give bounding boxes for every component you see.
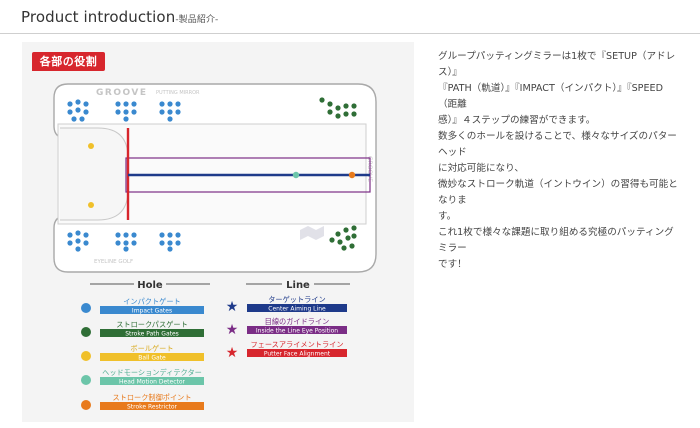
legend-line-target-jp: ターゲットライン <box>268 295 326 304</box>
star-icon: ★ <box>226 299 239 315</box>
legend-hole-restrictor: ストローク制御ポイント Stroke Restrictor <box>81 393 204 411</box>
star-icon: ★ <box>226 322 239 338</box>
description-line: す。 <box>438 211 457 222</box>
legend-hole-stroke-path-jp: ストロークパスゲート <box>116 320 188 329</box>
legend-hole-head-motion-jp: ヘッドモーションディテクター <box>102 368 202 377</box>
putting-mirror-illustration: GROOVE PUTTING MIRROR EYELINE GOLF GROOV… <box>53 83 377 273</box>
hole-heading: Hole <box>137 280 163 291</box>
description-line: です！ <box>438 259 467 270</box>
description-line: グループパッティングミラーは1枚で『SETUP（アドレス）』 <box>438 51 676 78</box>
stroke-path-gates-top <box>319 97 357 119</box>
title-text: Product introduction <box>21 8 176 26</box>
impact-gates-bottom <box>67 230 181 252</box>
product-logo: PUTTING MIRROR <box>156 90 200 96</box>
ball-gate <box>88 202 94 208</box>
brand-logo: GROOVE <box>96 88 148 98</box>
stroke-path-gates-bottom <box>329 225 357 251</box>
legend-line-eye: ★ 目線のガイドライン Inside the Line Eye Position <box>226 317 347 338</box>
legend-hole-restrictor-en: Stroke Restrictor <box>127 404 178 411</box>
legend-hole-impact: インパクトゲート Impact Gates <box>81 297 204 315</box>
star-icon: ★ <box>226 345 239 361</box>
legend-line-face: ★ フェースアライメントライン Putter Face Alignment <box>226 340 347 361</box>
legend: Hole Line インパクトゲート Impact Gates ストロークパスゲ… <box>81 280 350 411</box>
legend-hole-head-motion: ヘッドモーションディテクター Head Motion Detector <box>81 368 204 386</box>
bottom-brand-logo: EYELINE GOLF <box>94 259 133 265</box>
description: グループパッティングミラーは1枚で『SETUP（アドレス）』 『PATH（軌道）… <box>438 49 678 273</box>
header-bar: Product introduction-製品紹介- <box>0 0 700 34</box>
description-line: 数多くのホールを設けることで、様々なサイズのパターヘッド <box>438 131 677 158</box>
impact-gates-top <box>67 99 181 122</box>
flag-decoration <box>300 226 324 240</box>
subtitle-text: -製品紹介- <box>175 15 219 25</box>
legend-hole-head-motion-en: Head Motion Detector <box>119 379 186 386</box>
mirror-slot <box>60 127 129 221</box>
line-heading: Line <box>286 280 310 291</box>
page-title: Product introduction-製品紹介- <box>21 8 218 26</box>
role-badge: 各部の役割 <box>32 52 105 71</box>
legend-hole-ball-en: Ball Gate <box>138 355 166 362</box>
legend-hole-ball-jp: ボールゲート <box>130 344 173 353</box>
legend-line-eye-en: Inside the Line Eye Position <box>256 328 338 335</box>
stroke-restrictor <box>348 171 356 179</box>
description-line: 感）』４ステップの練習ができます。 <box>438 115 596 126</box>
head-motion-detector <box>292 171 300 179</box>
legend-line-target-en: Center Aiming Line <box>268 306 326 313</box>
legend-line-eye-jp: 目線のガイドライン <box>265 317 330 326</box>
legend-hole-impact-en: Impact Gates <box>132 308 172 315</box>
legend-line-target: ★ ターゲットライン Center Aiming Line <box>226 295 347 315</box>
legend-hole-ball: ボールゲート Ball Gate <box>81 344 204 362</box>
description-line: 微妙なストローク軌道（イントウイン）の習得も可能となりま <box>438 179 678 206</box>
legend-hole-stroke-path: ストロークパスゲート Stroke Path Gates <box>81 320 204 338</box>
legend-line-face-jp: フェースアライメントライン <box>250 340 343 349</box>
description-line: これ1枚で様々な課題に取り組める究極のパッティングミラー <box>438 227 674 254</box>
description-line: 『PATH（軌道）』『IMPACT（インパクト）』『SPEED（距離 <box>438 83 663 110</box>
legend-line-face-en: Putter Face Alignment <box>264 351 331 358</box>
legend-hole-stroke-path-en: Stroke Path Gates <box>125 331 179 338</box>
ball-gate <box>88 143 94 149</box>
legend-hole-restrictor-jp: ストローク制御ポイント <box>112 393 191 402</box>
description-line: に対応可能になり、 <box>438 163 524 174</box>
legend-hole-impact-jp: インパクトゲート <box>123 297 181 306</box>
